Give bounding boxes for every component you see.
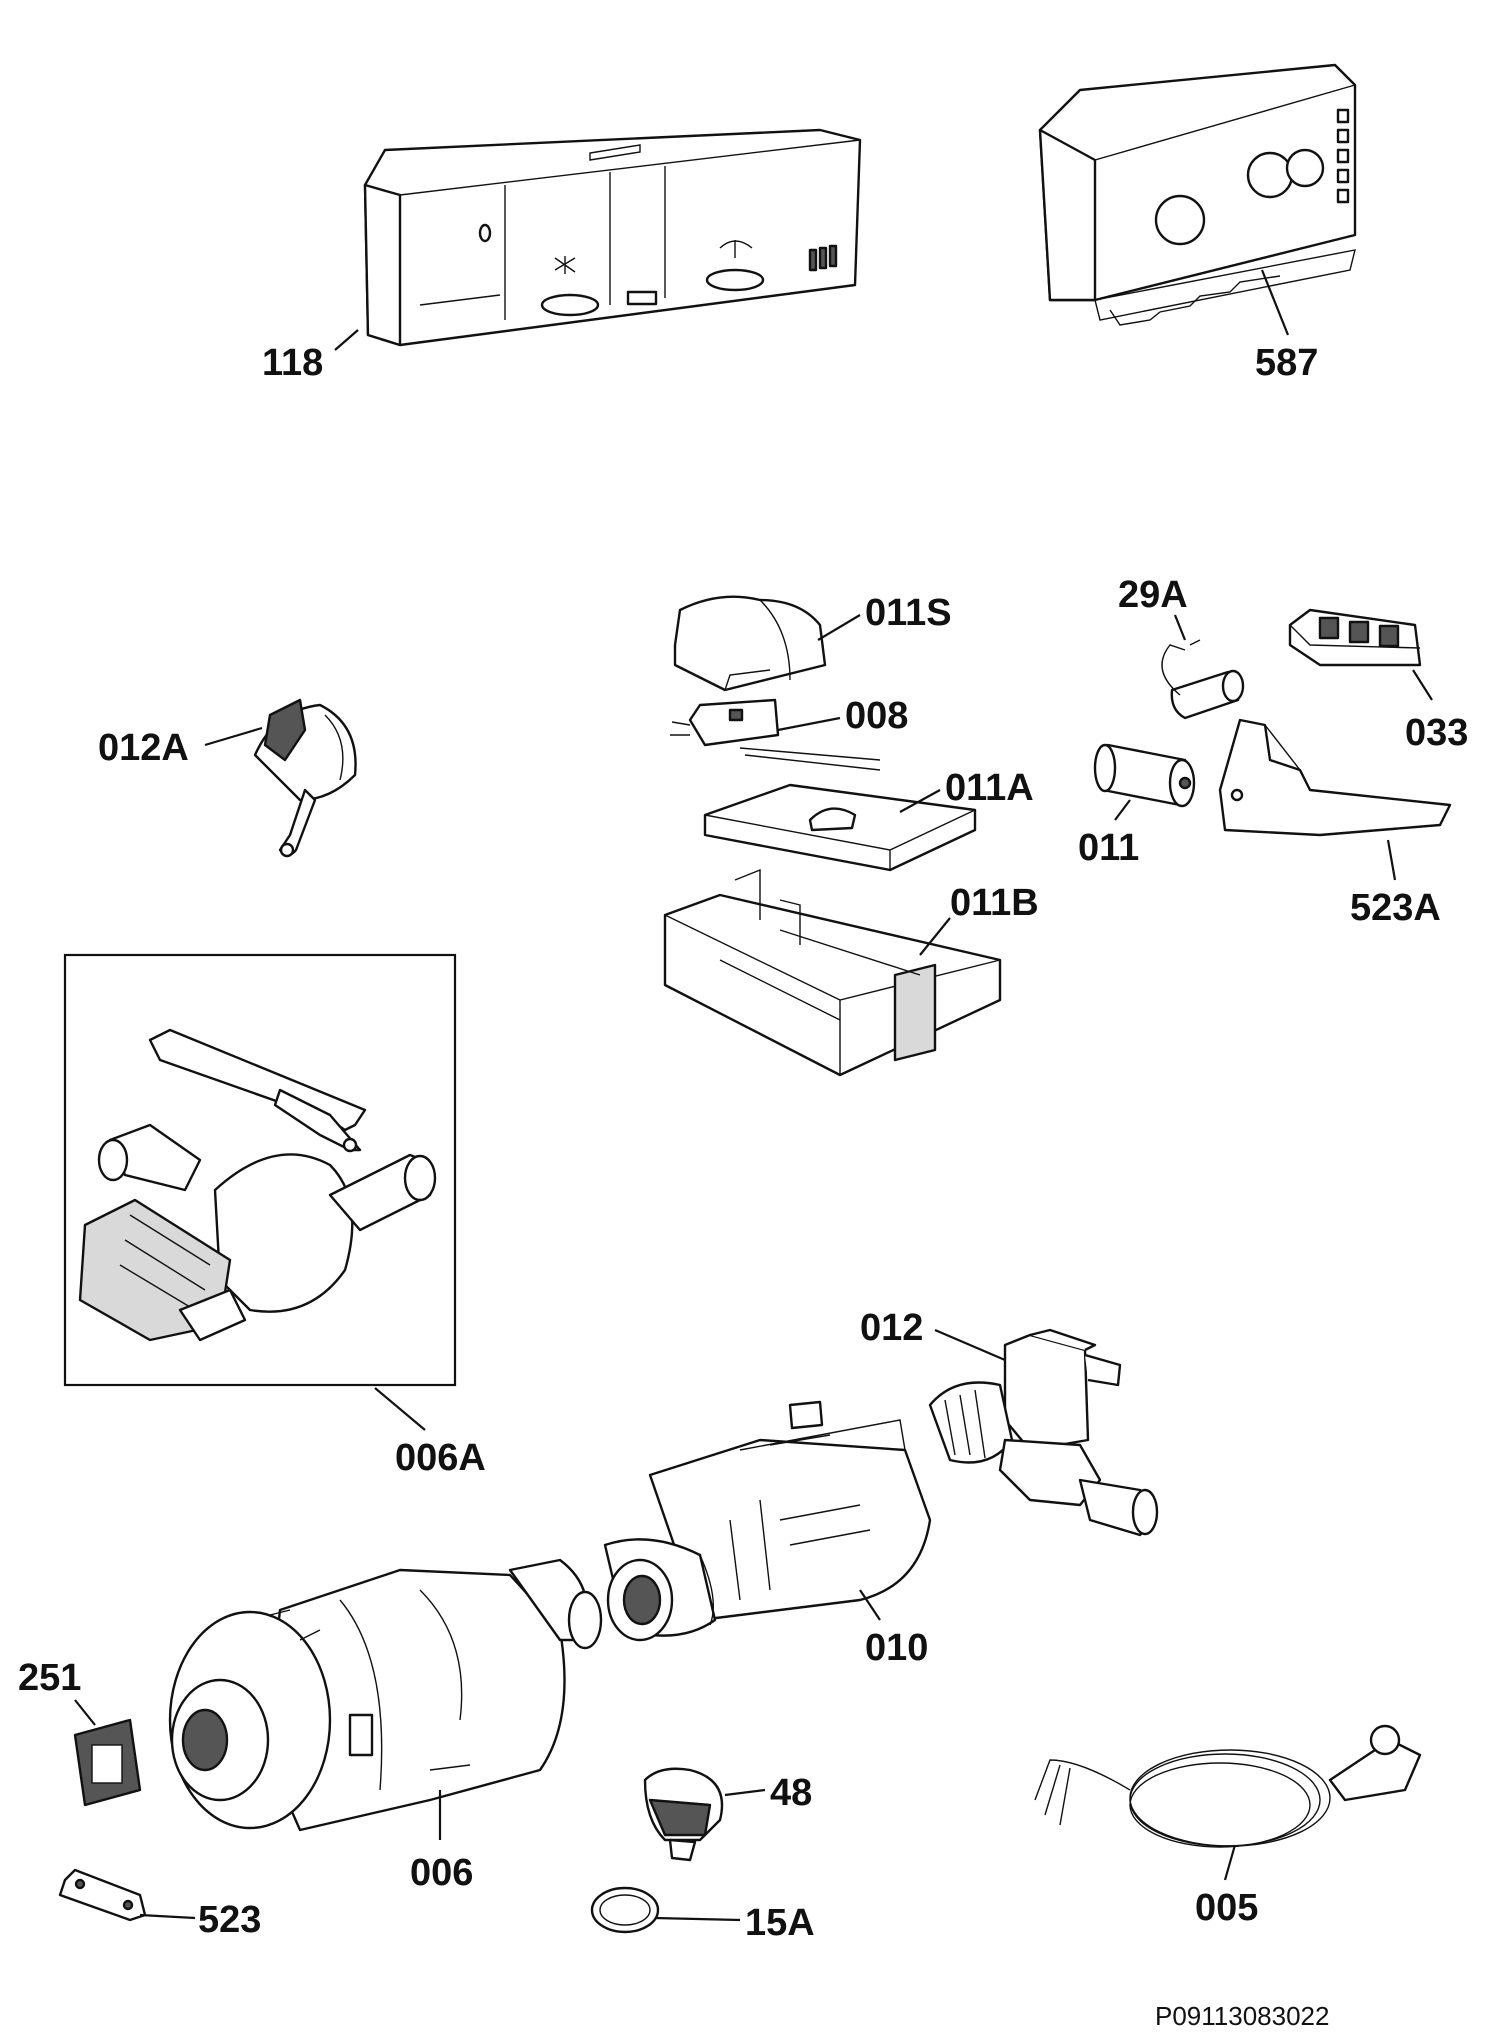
- drain-pump-assembly-part-006A: [63, 953, 457, 1387]
- electronic-module-part-587: [1038, 63, 1357, 326]
- heater-part-010: [603, 1400, 932, 1642]
- circulation-pump-motor-part-006: [168, 1558, 603, 1832]
- box-lid-part-011A: [703, 783, 977, 872]
- pressure-switch-part-012A: [253, 698, 357, 858]
- clip-ring-part-15A: [590, 1886, 660, 1934]
- microswitch-part-008: [670, 698, 881, 771]
- bracket-part-523: [58, 1868, 147, 1922]
- label-251: 251: [18, 1657, 81, 1699]
- label-008: 008: [845, 695, 908, 737]
- label-15A: 15A: [745, 1902, 815, 1944]
- suppressor-block-part-251: [73, 1718, 142, 1807]
- label-006: 006: [410, 1852, 473, 1894]
- label-587: 587: [1255, 342, 1318, 384]
- label-033: 033: [1405, 712, 1468, 754]
- label-011A: 011A: [945, 767, 1034, 809]
- plug-part-48: [643, 1767, 724, 1862]
- diagram-code: P09113083022: [1155, 2001, 1329, 2031]
- label-011S: 011S: [865, 592, 952, 634]
- inlet-valve-part-012: [928, 1328, 1159, 1537]
- capacitor-part-29A: [1161, 639, 1245, 720]
- label-012: 012: [860, 1307, 923, 1349]
- mounting-bracket-part-523A: [1218, 718, 1452, 837]
- label-011: 011: [1078, 827, 1139, 869]
- label-118: 118: [262, 342, 323, 384]
- control-panel-part-118: [363, 128, 862, 347]
- label-005: 005: [1195, 1887, 1258, 1929]
- label-012A: 012A: [98, 727, 189, 769]
- capacitor-part-011: [1093, 743, 1196, 808]
- cover-cap-part-011S: [673, 595, 827, 692]
- label-523A: 523A: [1350, 887, 1441, 929]
- power-cord-part-005: [1034, 1724, 1422, 1848]
- connection-box-part-011B: [663, 868, 1002, 1077]
- label-523: 523: [198, 1899, 261, 1941]
- label-48: 48: [770, 1772, 812, 1814]
- label-011B: 011B: [950, 882, 1039, 924]
- terminal-block-part-033: [1288, 608, 1422, 667]
- label-006A: 006A: [395, 1437, 486, 1479]
- label-29A: 29A: [1118, 574, 1188, 616]
- label-010: 010: [865, 1627, 928, 1669]
